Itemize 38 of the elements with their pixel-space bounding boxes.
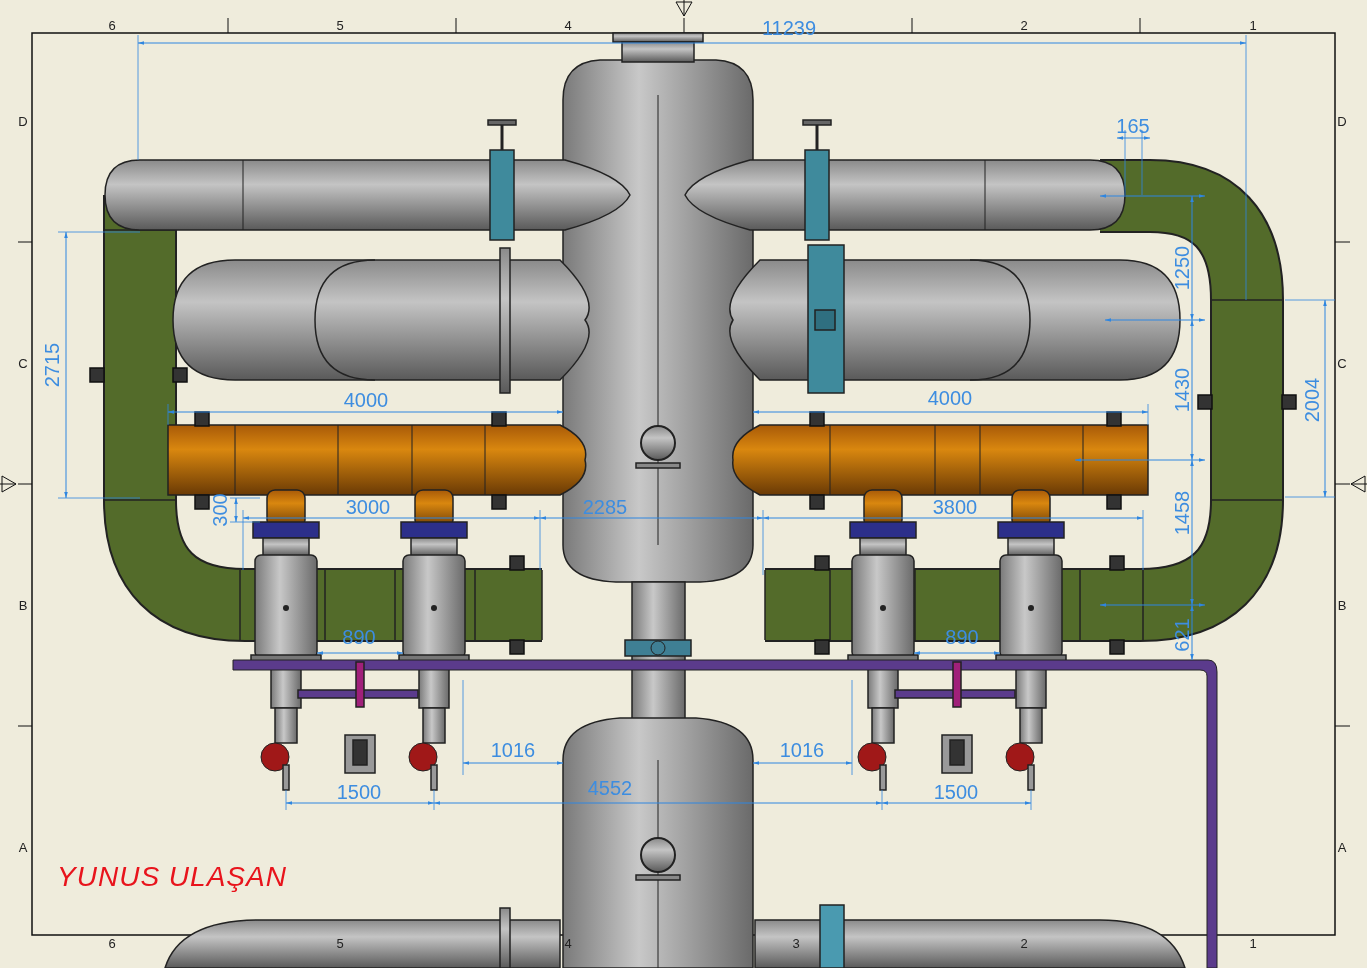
author-name: YUNUS ULAŞAN <box>57 863 287 891</box>
dimension-value: 165 <box>1116 116 1150 136</box>
zone-label: 2 <box>1020 18 1028 32</box>
dimension-value: 1458 <box>1172 490 1192 536</box>
zone-label: 1 <box>1249 936 1257 950</box>
dimension-value: 1016 <box>490 740 536 760</box>
dimension-value: 4000 <box>927 388 973 408</box>
zone-label: 6 <box>108 936 116 950</box>
dimension-value: 1500 <box>336 782 382 802</box>
zone-label: B <box>1337 598 1347 612</box>
zone-label: C <box>18 356 28 370</box>
dimension-value: 2004 <box>1302 377 1322 423</box>
dimension-value: 3000 <box>345 497 391 517</box>
zone-label: A <box>1337 840 1347 854</box>
dimension-value: 2285 <box>582 497 628 517</box>
zone-label: 4 <box>564 936 572 950</box>
dimension-value: 300 <box>210 493 230 527</box>
zone-label: 6 <box>108 18 116 32</box>
zone-label: D <box>1337 114 1347 128</box>
zone-label: B <box>18 598 28 612</box>
zone-label: 4 <box>564 18 572 32</box>
dimension-value: 1430 <box>1172 367 1192 413</box>
zone-label: 2 <box>1020 936 1028 950</box>
zone-label: 5 <box>336 936 344 950</box>
zone-label: 3 <box>792 936 800 950</box>
dimension-value: 4000 <box>343 390 389 410</box>
dimension-value: 1500 <box>933 782 979 802</box>
dimension-value: 1016 <box>779 740 825 760</box>
zone-label: D <box>18 114 28 128</box>
zone-label: 5 <box>336 18 344 32</box>
dimension-value: 621 <box>1172 618 1192 652</box>
dimension-value: 1250 <box>1172 245 1192 291</box>
dimension-value: 3800 <box>932 497 978 517</box>
zone-label: 1 <box>1249 18 1257 32</box>
zone-label: A <box>18 840 28 854</box>
zone-label: C <box>1337 356 1347 370</box>
dimension-value: 4552 <box>587 778 633 798</box>
dimension-value: 2715 <box>42 342 62 388</box>
